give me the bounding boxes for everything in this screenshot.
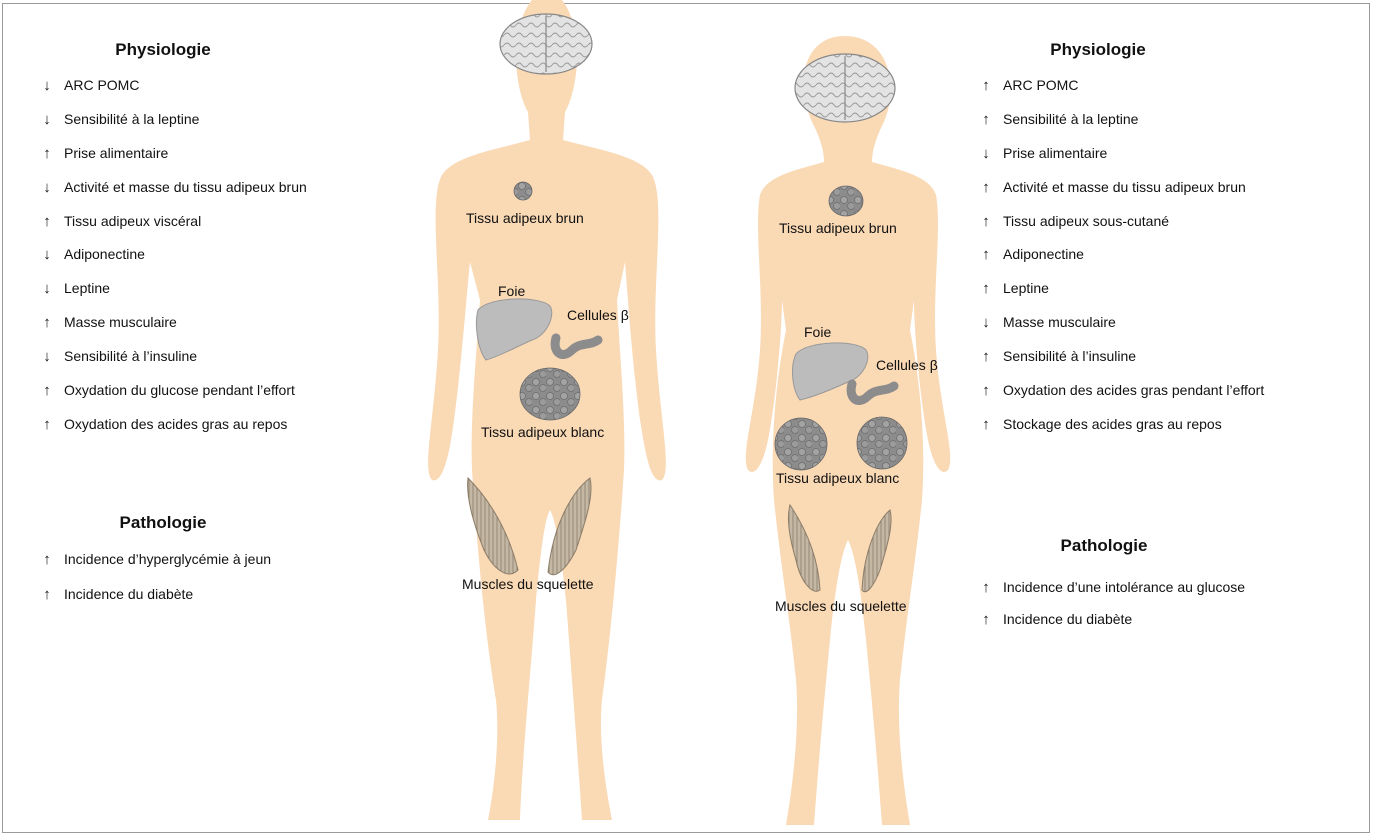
female-white-fat-label: Tissu adipeux blanc xyxy=(776,470,899,486)
male-brain xyxy=(500,14,592,74)
female-brain xyxy=(795,54,895,122)
female-white-fat-left-icon xyxy=(775,418,827,470)
male-brown-fat-label: Tissu adipeux brun xyxy=(466,210,584,226)
female-silhouette xyxy=(746,36,950,825)
male-liver-label: Foie xyxy=(498,283,525,299)
female-brown-fat-label: Tissu adipeux brun xyxy=(779,220,897,236)
male-brown-fat-icon xyxy=(514,182,532,200)
female-muscles-label: Muscles du squelette xyxy=(775,598,907,614)
female-liver-label: Foie xyxy=(804,324,831,340)
female-body: Tissu adipeux brun Foie Cellules β Tissu… xyxy=(746,36,950,825)
male-white-fat-label: Tissu adipeux blanc xyxy=(481,424,604,440)
female-beta-cells-label: Cellules β xyxy=(876,357,938,373)
male-beta-cells-label: Cellules β xyxy=(567,307,629,323)
male-muscles-label: Muscles du squelette xyxy=(462,576,594,592)
female-white-fat-right-icon xyxy=(857,417,907,469)
male-body: Tissu adipeux brun Foie Cellules β Tissu… xyxy=(428,0,666,820)
male-white-fat-icon xyxy=(520,368,580,420)
female-brown-fat-icon xyxy=(829,186,863,216)
